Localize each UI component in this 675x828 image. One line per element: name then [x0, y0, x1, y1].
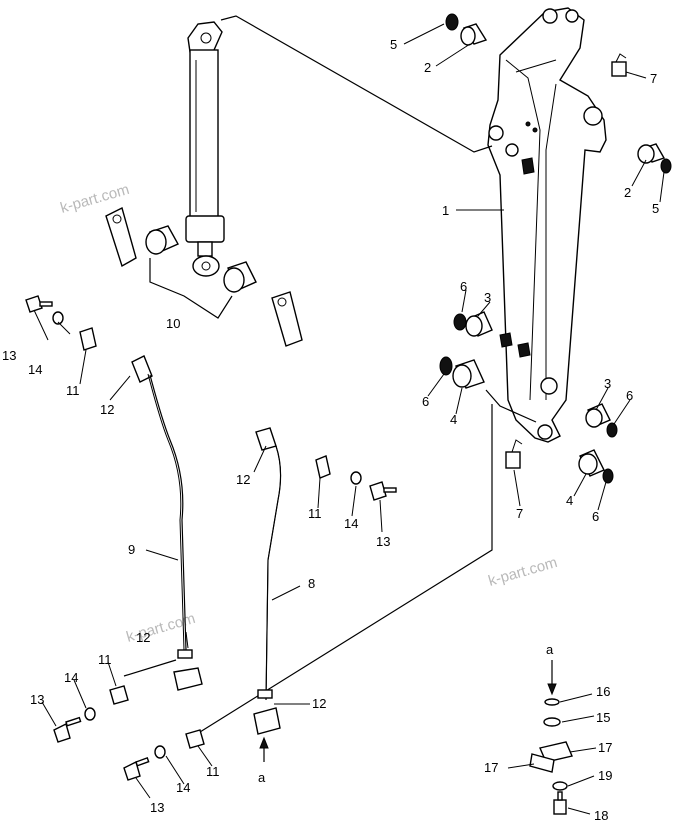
clamp-set-lower-left [53, 685, 129, 743]
detail-a-assembly [529, 660, 573, 815]
arm-to-clamp-leader [199, 404, 493, 733]
callout-17-right: 17 [598, 740, 612, 755]
bushing-top-left [445, 13, 488, 46]
clamp-set-bottom [123, 729, 205, 781]
callout-3-mid: 3 [484, 290, 491, 305]
callout-12-left: 12 [136, 630, 150, 645]
ref-a-arrowhead [259, 736, 269, 749]
cylinder-to-arm-leader [220, 15, 493, 153]
callout-12-top: 12 [100, 402, 114, 417]
callout-12-mid: 12 [236, 472, 250, 487]
bushing-right-upper [637, 143, 672, 174]
callout-5-top: 5 [390, 37, 397, 52]
callout-13-mid: 13 [376, 534, 390, 549]
callout-16: 16 [596, 684, 610, 699]
callout-2-top: 2 [424, 60, 431, 75]
watermark-3: k-part.com [486, 554, 559, 590]
leader-lines [33, 23, 665, 815]
callout-8: 8 [308, 576, 315, 591]
callout-11-bottom: 11 [206, 764, 220, 779]
callout-4-right: 4 [566, 493, 573, 508]
callout-7-top: 7 [650, 71, 657, 86]
bushing-mid-left-3 [453, 311, 493, 337]
callout-7-bottom: 7 [516, 506, 523, 521]
ref-a-bottom: a [258, 770, 266, 785]
callout-11-left: 11 [98, 652, 112, 667]
grease-fitting-top [611, 53, 627, 77]
pin-bushings-part-10 [105, 206, 303, 347]
pipe-part-9 [131, 355, 203, 691]
callout-5-right: 5 [652, 201, 659, 216]
callout-9: 9 [128, 542, 135, 557]
grease-fitting-bottom [505, 439, 523, 469]
ref-a-detail: a [546, 642, 554, 657]
callout-15: 15 [596, 710, 610, 725]
callout-14-mid: 14 [344, 516, 358, 531]
callout-19: 19 [598, 768, 612, 783]
bushing-mid-right-3 [585, 403, 618, 438]
callout-18: 18 [594, 808, 608, 823]
callout-12-bottom: 12 [312, 696, 326, 711]
clamp-lower-leader [123, 659, 177, 677]
callout-13-bottom: 13 [150, 800, 164, 815]
callout-14-left: 14 [64, 670, 78, 685]
callout-6-bottom: 6 [592, 509, 599, 524]
bushing-4-leader [485, 389, 537, 423]
callout-2-right: 2 [624, 185, 631, 200]
pipe-part-8 [253, 427, 282, 735]
callout-13-top: 13 [2, 348, 16, 363]
callout-11-mid: 11 [308, 506, 322, 521]
bracket-part-10 [149, 258, 233, 319]
clamp-set-upper-left [25, 295, 97, 351]
callout-10: 10 [166, 316, 180, 331]
callout-6-right: 6 [626, 388, 633, 403]
callout-1: 1 [442, 203, 449, 218]
cylinder [185, 21, 225, 277]
clamp-set-middle [315, 455, 397, 501]
callout-14-top: 14 [28, 362, 42, 377]
callout-14-bottom: 14 [176, 780, 190, 795]
callout-11-top: 11 [66, 383, 80, 398]
bushing-lower-right-4 [578, 449, 614, 484]
arm-part-1 [487, 7, 607, 443]
bushing-mid-left-4 [439, 356, 485, 389]
callout-4-left: 4 [450, 412, 457, 427]
callout-13-left: 13 [30, 692, 44, 707]
callout-6-left: 6 [422, 394, 429, 409]
callout-17-left: 17 [484, 760, 498, 775]
callout-3-right: 3 [604, 376, 611, 391]
callout-6-mid: 6 [460, 279, 467, 294]
callout-labels: 5 2 7 2 5 1 6 3 6 4 3 6 7 4 6 10 13 14 1… [2, 37, 659, 823]
